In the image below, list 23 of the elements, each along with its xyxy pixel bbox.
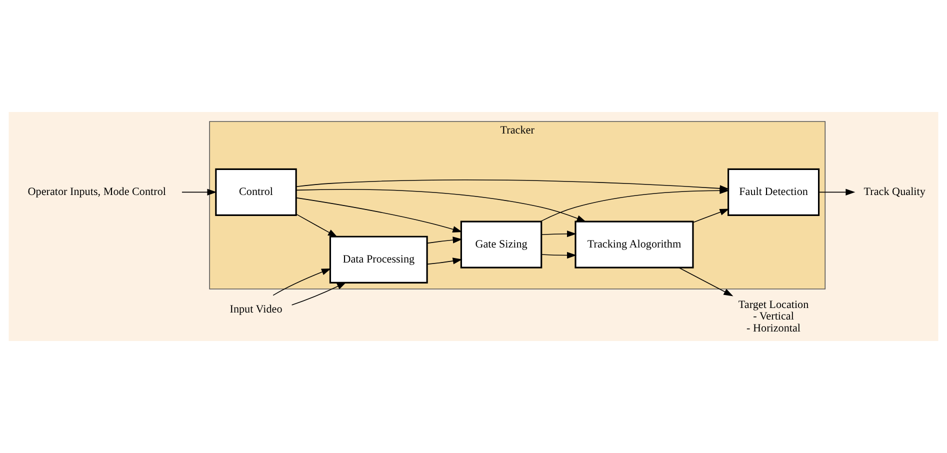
arrow: [678, 267, 734, 296]
node-box: Tracking Alogorithm: [574, 220, 694, 268]
arrow: [291, 282, 346, 306]
arrow: [692, 208, 730, 223]
arrow: [296, 197, 462, 233]
node-box: Data Processing: [329, 236, 428, 284]
arrow: [296, 188, 586, 222]
node-text: Target Location - Vertical - Horizontal: [738, 298, 809, 335]
arrow: [426, 236, 462, 244]
node-box: Fault Detection: [728, 168, 820, 216]
arrow: [426, 258, 462, 265]
arrow: [296, 214, 338, 238]
arrow: [818, 188, 856, 196]
node-text: Track Quality: [864, 186, 926, 198]
arrow: [272, 268, 332, 296]
arrow: [182, 188, 217, 196]
node-text: Input Video: [230, 304, 282, 316]
arrow: [541, 252, 577, 259]
arrow: [541, 230, 577, 238]
node-text: Operator Inputs, Mode Control: [28, 186, 166, 198]
arrow: [296, 179, 730, 192]
node-box: Control: [215, 168, 297, 216]
node-box: Gate Sizing: [460, 220, 542, 268]
